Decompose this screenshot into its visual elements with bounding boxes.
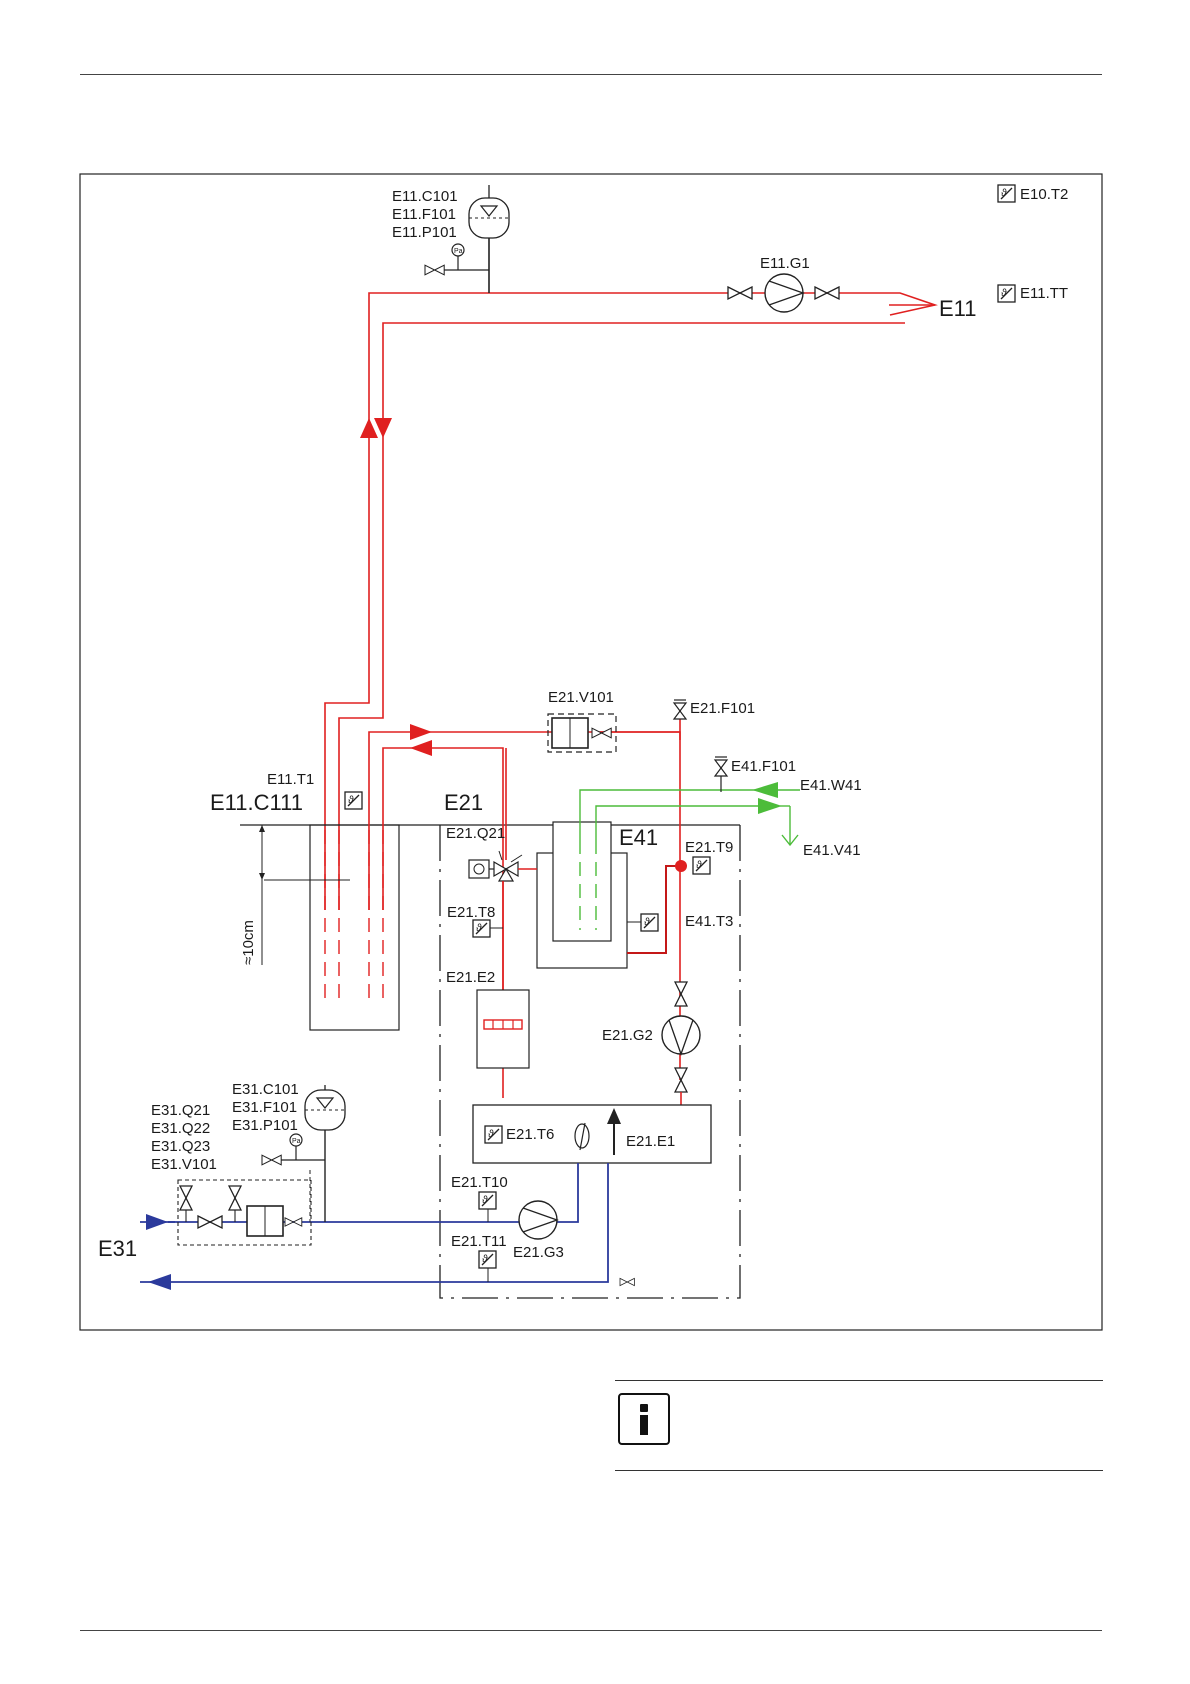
label-e21-v101: E21.V101 xyxy=(548,689,614,706)
note-bottom-rule xyxy=(615,1470,1103,1471)
label-e31-q22: E31.Q22 xyxy=(151,1120,210,1137)
e11-t1-sensor-icon xyxy=(345,792,362,809)
e10-t2-sensor-icon xyxy=(998,185,1015,202)
e21-e2-heater-icon xyxy=(477,990,529,1068)
e31-q23-valve-icon[interactable] xyxy=(198,1216,222,1228)
e31-v101-filter-icon[interactable] xyxy=(247,1206,302,1236)
label-e11: E11 xyxy=(939,296,977,321)
label-e21-t10: E21.T10 xyxy=(451,1174,508,1191)
heating-circuit-e11 xyxy=(325,235,935,910)
e11-tt-sensor-icon xyxy=(998,285,1015,302)
e11-drain-valve-icon[interactable] xyxy=(425,265,444,275)
e21-t9-connection-point xyxy=(675,860,687,872)
label-dimension-10cm: ≈10cm xyxy=(240,920,257,965)
e41-tank xyxy=(537,790,760,968)
e11-valve-left-icon[interactable] xyxy=(728,287,752,299)
label-e21-t6: E21.T6 xyxy=(506,1126,554,1143)
e21-drain-valve-icon[interactable] xyxy=(620,1278,634,1285)
svg-text:Pa: Pa xyxy=(292,1138,301,1145)
note-top-rule xyxy=(615,1380,1103,1381)
label-e11-tt: E11.TT xyxy=(1020,285,1068,302)
label-e41-f101: E41.F101 xyxy=(731,758,796,775)
label-e41-t3: E41.T3 xyxy=(685,913,733,930)
e21-t9-sensor-icon xyxy=(693,857,710,874)
e11-g1-pump-icon[interactable] xyxy=(765,274,803,312)
flow-arrow-up xyxy=(360,418,378,438)
label-e11-f101: E11.F101 xyxy=(392,206,456,223)
label-e31-q21: E31.Q21 xyxy=(151,1102,210,1119)
label-e31-f101: E31.F101 xyxy=(232,1099,297,1116)
label-e11-t1: E11.T1 xyxy=(267,771,314,788)
e31-valve-group xyxy=(178,1180,311,1245)
e21-g3-pump-icon[interactable] xyxy=(519,1201,557,1239)
label-e21-t8: E21.T8 xyxy=(447,904,495,921)
e21-t11-sensor-icon xyxy=(479,1251,496,1268)
e31-q21-valve-icon[interactable] xyxy=(180,1186,192,1210)
e21-f101-air-vent-icon xyxy=(674,700,686,719)
cold-water-inlet-arrow-icon xyxy=(146,1214,168,1230)
e31-drain-valve-icon[interactable] xyxy=(262,1155,281,1165)
label-e31-v101: E31.V101 xyxy=(151,1156,217,1173)
label-e21-e1: E21.E1 xyxy=(626,1133,675,1150)
cold-water-outlet-arrow-icon xyxy=(148,1274,171,1290)
solar-inlet-arrow-icon xyxy=(752,782,778,798)
e21-t10-sensor-icon xyxy=(479,1192,496,1209)
e21-g2-valve-lower-icon[interactable] xyxy=(675,1068,687,1092)
label-e41-w41: E41.W41 xyxy=(800,777,862,794)
label-e21-g2: E21.G2 xyxy=(602,1027,653,1044)
label-e21-g3: E21.G3 xyxy=(513,1244,564,1261)
e21-t8-sensor-icon xyxy=(473,920,490,937)
label-e11-g1: E11.G1 xyxy=(760,255,810,272)
label-e31: E31 xyxy=(98,1236,137,1261)
label-e21-f101: E21.F101 xyxy=(690,700,755,717)
e21-g2-valve-upper-icon[interactable] xyxy=(675,982,687,1006)
e41-f101-air-vent-icon xyxy=(715,757,727,792)
label-e21-t9: E21.T9 xyxy=(685,839,733,856)
label-e21-e2: E21.E2 xyxy=(446,969,495,986)
info-icon xyxy=(618,1393,670,1445)
label-e21-t11: E21.T11 xyxy=(451,1233,507,1250)
e11-expansion-vessel-icon xyxy=(469,185,509,238)
label-e11-c101: E11.C101 xyxy=(392,188,458,205)
flow-arrow-down xyxy=(374,418,392,438)
e11-valve-right-icon[interactable] xyxy=(815,287,839,299)
label-e41-v41: E41.V41 xyxy=(803,842,861,859)
label-e31-c101: E31.C101 xyxy=(232,1081,299,1098)
label-e11-p101: E11.P101 xyxy=(392,224,457,241)
label-e21: E21 xyxy=(444,790,483,815)
return-arrow-right xyxy=(410,724,432,740)
e21-t6-sensor-icon xyxy=(485,1126,502,1143)
label-e31-p101: E31.P101 xyxy=(232,1117,298,1134)
label-e41: E41 xyxy=(619,825,658,850)
label-e31-q23: E31.Q23 xyxy=(151,1138,210,1155)
e41-t3-sensor-icon xyxy=(641,914,658,931)
svg-text:Pa: Pa xyxy=(454,248,463,255)
label-e10-t2: E10.T2 xyxy=(1020,186,1068,203)
e31-q22-valve-icon[interactable] xyxy=(229,1186,241,1210)
label-e21-q21: E21.Q21 xyxy=(446,825,505,842)
e21-g2-pump-icon[interactable] xyxy=(662,1016,700,1054)
e21-v101-filter-icon[interactable] xyxy=(548,714,616,752)
return-arrow-left xyxy=(410,740,432,756)
solar-outlet-arrow-icon xyxy=(758,798,782,814)
label-e11-c111: E11.C111 xyxy=(210,790,303,815)
